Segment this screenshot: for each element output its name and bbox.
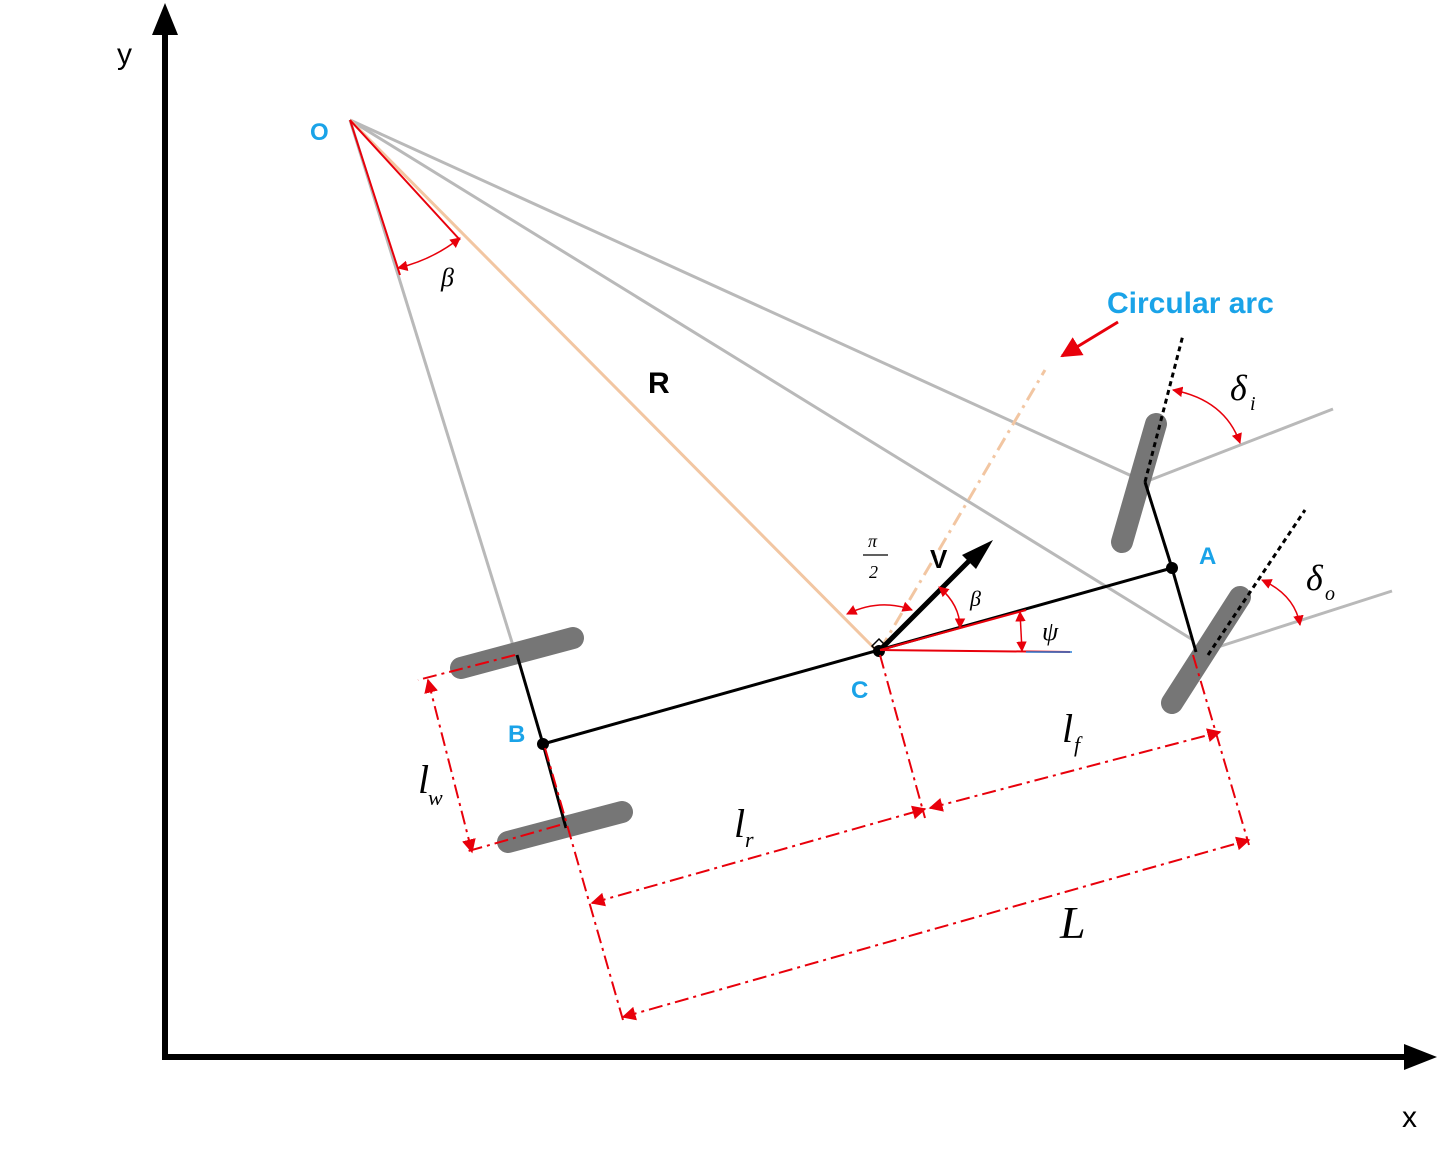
y-axis-arrowhead [152, 3, 178, 35]
pi-over-two-label: π 2 [863, 531, 888, 582]
lf-dimension [928, 728, 1222, 812]
point-o-label: O [310, 119, 329, 146]
front-left-wheel [1111, 413, 1167, 553]
wheels [450, 413, 1251, 853]
beta-arc-c [938, 586, 966, 630]
ext-c [879, 654, 926, 819]
point-b-label: B [508, 721, 525, 748]
ext-rear-lw-bot [464, 824, 561, 853]
rear-left-wheel [450, 627, 584, 679]
circular-arc-pointer [1060, 320, 1119, 358]
o-beta-reference [349, 119, 461, 241]
front-right-heading [1206, 509, 1307, 656]
ext-rear-lw-top [417, 654, 516, 681]
lw-symbol: l [418, 757, 429, 802]
lr-dimension [590, 805, 927, 907]
lw-dimension [424, 678, 476, 854]
L-label: L [1059, 897, 1086, 948]
delta-i-label: δ i [1230, 368, 1256, 415]
o-beta-reference-2 [349, 119, 401, 276]
axes [152, 3, 1437, 1070]
y-axis-label: y [117, 38, 132, 71]
delta-o-label: δ o [1306, 558, 1335, 605]
pi-half-arc [846, 601, 913, 615]
x-axis-arrowhead [1404, 1044, 1437, 1070]
line-o-to-front-inner [349, 118, 1146, 484]
vehicle-body [515, 481, 1198, 829]
point-c-label: C [851, 677, 868, 704]
front-axle-upper [1143, 481, 1174, 569]
lr-label: l r [734, 801, 754, 852]
red-reference-lines [349, 119, 1071, 653]
lw-label: l w [418, 757, 443, 810]
delta-o-symbol: δ [1306, 558, 1324, 598]
ext-rear-wheel [544, 747, 624, 1021]
point-a-label: A [1199, 543, 1216, 570]
velocity-label: V [930, 544, 948, 574]
velocity-arrow [878, 548, 982, 652]
heading-reference [879, 609, 1027, 651]
chassis-line [542, 566, 1173, 746]
front-left-heading [1143, 334, 1185, 483]
pi-numerator: π [868, 531, 878, 551]
delta-i-symbol: δ [1230, 368, 1248, 408]
front-inner-normal [1144, 407, 1334, 484]
psi-label: ψ [1042, 617, 1059, 646]
circular-arc-label: Circular arc [1107, 287, 1274, 320]
psi-arc [1015, 610, 1027, 653]
dimension-lines [417, 654, 1250, 1021]
lw-subscript: w [428, 785, 443, 810]
delta-i-arc [1171, 386, 1242, 444]
point-b-dot [537, 738, 549, 750]
pi-denominator: 2 [869, 562, 878, 582]
velocity-arrowhead [962, 540, 993, 569]
beta-arc-o [396, 237, 461, 271]
lf-subscript: f [1074, 732, 1083, 757]
circular-arc-line [878, 369, 1047, 651]
point-a-dot [1166, 562, 1178, 574]
x-axis-label: x [1402, 1101, 1417, 1134]
delta-o-subscript: o [1325, 583, 1335, 605]
lf-label: l f [1062, 706, 1083, 757]
angle-arcs [396, 237, 1304, 653]
L-dimension [621, 836, 1251, 1021]
radius-line [348, 118, 880, 654]
lr-symbol: l [734, 801, 745, 846]
rear-axle-upper [515, 654, 545, 745]
delta-i-subscript: i [1250, 393, 1256, 415]
right-angle-marker [870, 637, 888, 655]
line-o-to-front-outer [349, 118, 1194, 642]
dimension-arrows [424, 678, 1251, 1021]
beta-label-o: β [440, 263, 454, 292]
delta-o-arc [1261, 579, 1304, 627]
lf-symbol: l [1062, 706, 1073, 751]
radius-label: R [648, 367, 670, 400]
front-right-wheel [1161, 586, 1251, 714]
front-axle-lower [1170, 567, 1198, 653]
steering-direction-lines [1143, 334, 1307, 656]
beta-label-c: β [969, 586, 981, 611]
lr-subscript: r [745, 827, 754, 852]
line-o-to-rear-wheel [348, 119, 517, 653]
ext-front [1192, 654, 1250, 846]
